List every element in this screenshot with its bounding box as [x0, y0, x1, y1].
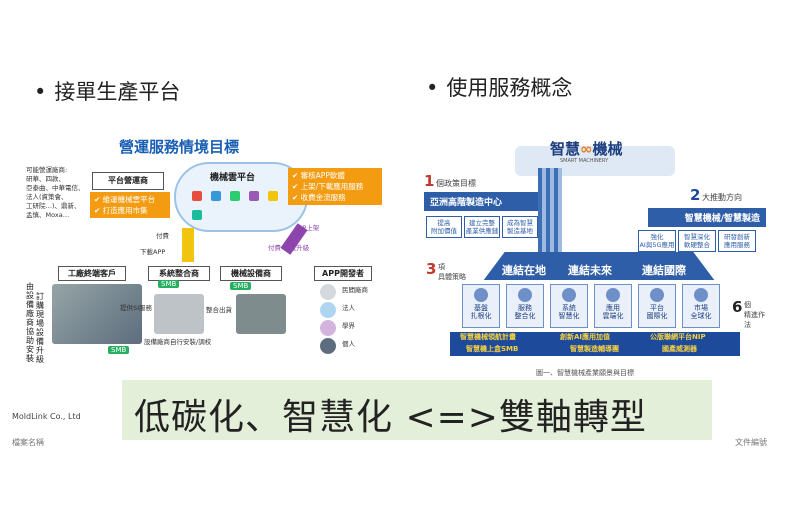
- review-task: ✔ 收費金流服務: [292, 193, 346, 202]
- role-system-integrator: 系統整合商: [148, 266, 210, 281]
- base-row-1: 智慧機械領航計畫 創新AI應用加值 公版聯網平台NIP: [450, 332, 740, 344]
- globe-icon: [694, 288, 708, 302]
- dev-institute: 法人: [342, 304, 355, 312]
- app-icon: [249, 191, 260, 201]
- dev-private: 民間廠商: [342, 286, 368, 294]
- bullet-text: 接單生產平台: [54, 80, 181, 104]
- cloud-icon: [606, 288, 620, 302]
- bullet-production-platform: • 接單生產平台: [34, 76, 180, 106]
- download-arrow: [182, 228, 194, 262]
- role-machine-vendor: 機械設備商: [220, 266, 282, 281]
- operator-tasks: ✔ 維運機械雲平台 ✔ 打造應用市集: [90, 192, 170, 218]
- direction-box: 研發創新 應用服務: [718, 230, 756, 252]
- role-factory-client: 工廠終端客戶: [58, 266, 126, 281]
- pay-label: 付費: [156, 232, 169, 240]
- smb-tag: SMB: [108, 346, 130, 354]
- pillar: 系統 智慧化: [550, 284, 588, 328]
- target-box: 提高 附加價值: [426, 216, 462, 238]
- app-icon: [230, 191, 241, 201]
- app-upload-label: APP上架: [294, 224, 320, 232]
- operator-task: ✔ 打造應用市集: [94, 206, 148, 215]
- app-icon: [211, 191, 222, 201]
- num-3-label: 項 具體策略: [438, 263, 466, 281]
- bullet-dot: •: [426, 76, 439, 100]
- person-icon: [320, 338, 336, 354]
- num-6: 6: [732, 298, 743, 316]
- logo-subtitle: SMART MACHINERY: [560, 158, 609, 164]
- num-3: 3: [426, 260, 437, 278]
- vendor-machine: [236, 294, 286, 334]
- smart-machinery-vision-diagram: 智慧∞機械 SMART MACHINERY 1 個政策目標 亞洲高階製造中心 提…: [420, 128, 770, 380]
- direction-box: 強化 AI與5G應用: [638, 230, 676, 252]
- flag-icon: [650, 288, 664, 302]
- target-box: 建立完整 產業供應鏈: [464, 216, 500, 238]
- review-task: ✔ 上架/下載應用服務: [292, 182, 364, 191]
- bulb-icon: [562, 288, 576, 302]
- smb-tag: SMB: [158, 280, 180, 288]
- app-icon: [268, 191, 279, 201]
- factory-line-image: [52, 284, 142, 344]
- school-logo-icon: [320, 320, 336, 336]
- direction-box: 智慧深化 軟硬整合: [678, 230, 716, 252]
- dev-individual: 個人: [342, 340, 355, 348]
- transformation-banner: 低碳化、智慧化 <=>雙軸轉型: [122, 380, 712, 440]
- strategy-future: 連結未來: [568, 264, 612, 277]
- strategy-local: 連結在地: [502, 264, 546, 277]
- direction-heading: 智慧機械/智慧製造: [648, 208, 766, 227]
- ship-label: 整合出貨: [206, 306, 232, 314]
- operator-task: ✔ 維運機械雲平台: [94, 195, 156, 204]
- target-heading: 亞洲高階製造中心: [424, 192, 540, 211]
- institute-logo-icon: [320, 302, 336, 318]
- cloud-label: 機械雲平台: [210, 173, 256, 183]
- building-tower: [538, 168, 562, 258]
- bullet-text: 使用服務概念: [446, 76, 573, 100]
- strategy-international: 連結國際: [642, 264, 686, 277]
- app-icon: [192, 210, 202, 220]
- banner-text: 低碳化、智慧化 <=>雙軸轉型: [134, 397, 647, 438]
- machine-cloud: 機械雲平台: [174, 162, 308, 232]
- num-2-label: 大推動方向: [702, 193, 742, 202]
- smb-tag: SMB: [230, 282, 252, 290]
- si-service-label: 提供SI服務: [120, 304, 153, 312]
- target-box: 成為智慧 製造基地: [502, 216, 538, 238]
- bullet-dot: •: [34, 80, 47, 104]
- bullet-service-concept: • 使用服務概念: [426, 72, 572, 102]
- base-row-2: 智慧機上盒SMB 智慧製造輔導團 國產威測器: [450, 344, 740, 356]
- num-1: 1: [424, 172, 435, 190]
- download-app-label: 下載APP: [140, 248, 166, 256]
- possible-operators-note: 可能營運廠商: 研華、四款、 亞泰曲、中華電信、 法人(資策會、 工研院…)、鼎…: [26, 166, 85, 219]
- company-name: MoldLink Co., Ltd: [12, 412, 81, 421]
- dev-academia: 學界: [342, 322, 355, 330]
- pillar: 市場 全球化: [682, 284, 720, 328]
- upgrade-note: 訂購現場設備升級: [36, 292, 44, 364]
- self-install-label: 設備廠商自行安裝/調校: [144, 338, 212, 346]
- roof: [483, 252, 715, 280]
- diagram-title: 營運服務情境目標: [119, 138, 240, 156]
- company-logo-icon: [320, 284, 336, 300]
- pillar: 基盤 扎根化: [462, 284, 500, 328]
- figure-caption: 圖一、智慧機械產業願景與目標: [536, 369, 634, 377]
- pillar: 服務 整合化: [506, 284, 544, 328]
- footer-doc-number: 文件編號: [735, 438, 767, 447]
- vendor-install-note: 由設備廠商協助安裝: [26, 282, 34, 363]
- app-icon: [192, 191, 202, 201]
- num-1-label: 個政策目標: [436, 179, 476, 188]
- service-icon: [518, 288, 532, 302]
- app-icons: [190, 188, 290, 220]
- role-app-developer: APP開發者: [314, 266, 372, 281]
- operation-service-diagram: 營運服務情境目標 可能營運廠商: 研華、四款、 亞泰曲、中華電信、 法人(資策會…: [24, 132, 387, 364]
- review-task: ✔ 審核APP軟體: [292, 171, 345, 180]
- logo: 智慧∞機械: [550, 140, 623, 158]
- pillar: 平台 國際化: [638, 284, 676, 328]
- footer-file-name: 檔案名稱: [12, 438, 44, 447]
- num-6-label: 個 精進作法: [744, 301, 765, 329]
- num-2: 2: [690, 186, 701, 204]
- gear-icon: [474, 288, 488, 302]
- app-review-tasks: ✔ 審核APP軟體 ✔ 上架/下載應用服務 ✔ 收費金流服務: [288, 168, 382, 205]
- pay-download-label: 付費 下載升級: [268, 244, 310, 252]
- pillar: 應用 雲端化: [594, 284, 632, 328]
- integrator-machine: [154, 294, 204, 334]
- platform-operator-box: 平台營運商: [92, 172, 164, 190]
